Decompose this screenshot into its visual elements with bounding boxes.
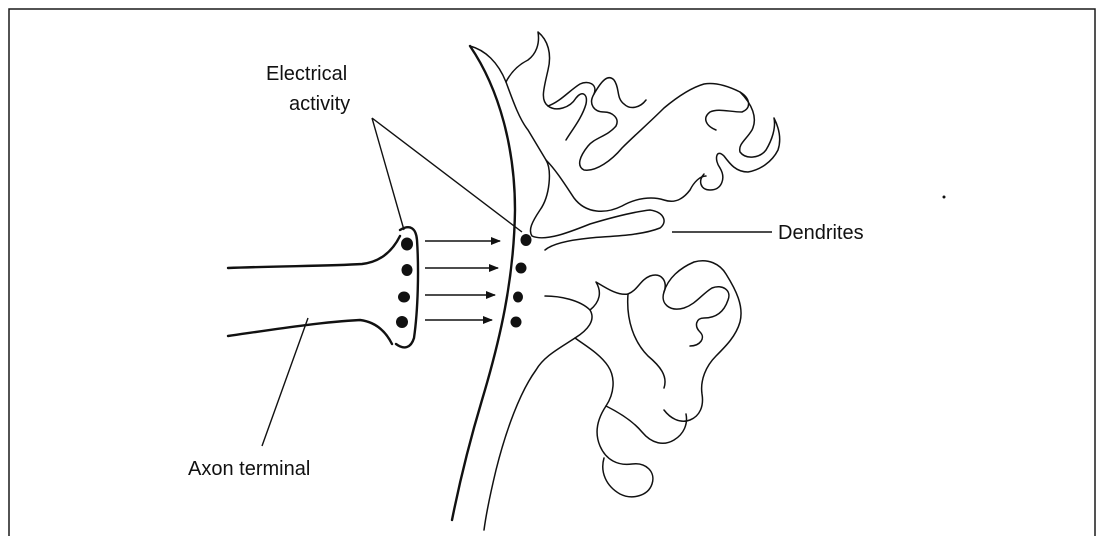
dendrites-label: Dendrites [778,222,864,244]
transmission-arrows [425,241,500,320]
electrical-activity-leader [372,118,522,232]
figure-frame [9,9,1095,536]
terminal-vesicles [396,238,413,329]
dendrite-trunk [452,46,664,530]
electrical-activity-label-line1: Electrical [266,63,347,85]
receptor-dot [513,292,523,303]
stray-mark [943,196,946,199]
dendrite-branch [506,32,586,140]
axon-terminal-label-group: Axon terminal [188,318,310,480]
axon-upper-edge [228,236,400,268]
upper-dendrites [506,32,780,211]
electrical-activity-label-group: Electrical activity [266,63,522,232]
trunk-left-edge [452,46,515,520]
dendrites-label-group: Dendrites [672,222,864,244]
axon-terminal-leader [262,318,308,446]
dendrite-branch [628,294,665,388]
axon [228,227,418,347]
axon-lower-edge [228,320,392,344]
dendrite-branch [590,275,729,346]
dendrite-branch [546,160,706,211]
dendrite-branch [701,92,780,190]
vesicle-dot [401,238,413,251]
dendrite-branch [606,406,687,443]
receptor-dot [516,263,527,274]
electrical-activity-label-line2: activity [289,93,350,115]
axon-terminal-label: Axon terminal [188,458,310,480]
dendrite-branch [664,261,741,422]
lower-dendrites [575,261,741,497]
trunk-right-edge-upper [470,46,664,250]
vesicle-dot [402,264,413,276]
dendrite-branch [594,78,646,108]
receptor-dot [511,317,522,328]
vesicle-dot [396,316,408,328]
dendrite-branch [575,338,653,497]
vesicle-dot [398,292,410,303]
receptor-dot [521,234,532,246]
